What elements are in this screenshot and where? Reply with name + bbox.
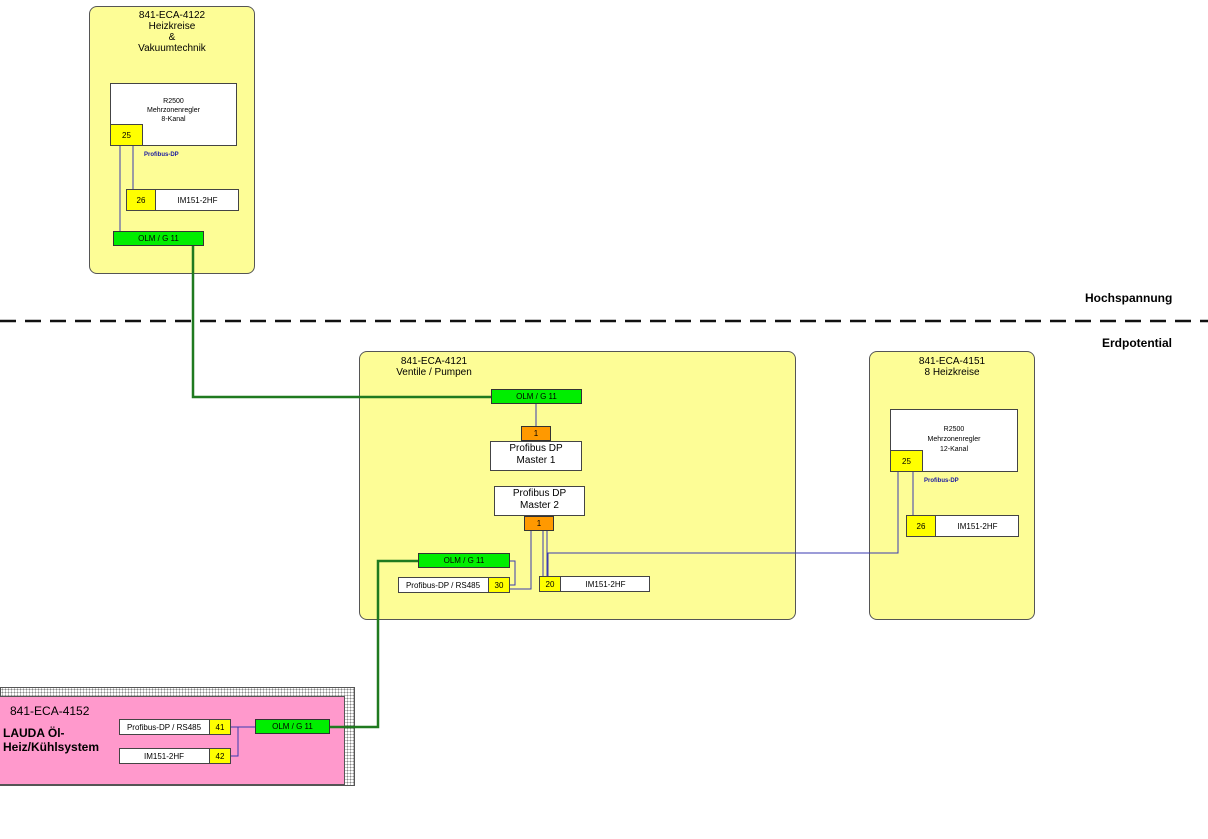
- cabinet-4152-desc: LAUDA Öl- Heiz/Kühlsystem: [3, 726, 99, 754]
- r2500-line: R2500: [943, 426, 965, 433]
- zone-label-high-voltage: Hochspannung: [1085, 291, 1173, 305]
- r2500-line: Mehrzonenregler: [147, 107, 200, 114]
- master-line: Master 2: [520, 500, 559, 511]
- address-badge: 20: [539, 576, 561, 592]
- cabinet-desc: 8 Heizkreise: [924, 367, 980, 378]
- address-badge: 26: [906, 515, 936, 537]
- fiber-optic-line: [330, 559, 418, 729]
- cabinet-id: 841-ECA-4122: [138, 10, 206, 21]
- cabinet-4151-title: 841-ECA-4151 8 Heizkreise: [869, 356, 1035, 378]
- cabinet-desc: &: [168, 32, 176, 43]
- cabinet-desc: Heiz/Kühlsystem: [3, 740, 100, 754]
- r2500-label: R2500 Mehrzonenregler 12-Kanal: [890, 425, 1018, 455]
- address-badge: 41: [209, 719, 231, 735]
- address-badge: 42: [209, 748, 231, 764]
- olm-module: OLM / G 11: [113, 231, 204, 246]
- profibus-master-2: [494, 486, 585, 516]
- im151-label: IM151-2HF: [177, 195, 218, 205]
- cabinet-desc: LAUDA Öl-: [3, 726, 65, 740]
- r2500-line: R2500: [163, 98, 184, 105]
- im151-label: IM151-2HF: [957, 521, 998, 531]
- bus-line: [547, 472, 899, 576]
- profibus-label: Profibus-DP: [924, 478, 959, 484]
- r2500-line: 12-Kanal: [939, 446, 969, 453]
- cabinet-desc: Ventile / Pumpen: [396, 367, 472, 378]
- cabinet-desc: Heizkreise: [148, 21, 196, 32]
- cabinet-4151: [869, 351, 1035, 620]
- r2500-label: R2500 Mehrzonenregler 8-Kanal: [110, 97, 237, 124]
- cabinet-4152-id: 841-ECA-4152: [10, 704, 90, 718]
- address-badge: 26: [126, 189, 156, 211]
- im151-label: IM151-2HF: [585, 579, 626, 589]
- im151-label: IM151-2HF: [143, 751, 184, 761]
- olm-module: OLM / G 11: [255, 719, 330, 734]
- master-line: Profibus DP: [512, 488, 567, 499]
- cabinet-4121-title: 841-ECA-4121 Ventile / Pumpen: [379, 356, 489, 378]
- fiber-optic-line: [191, 246, 491, 399]
- master-port: 1: [521, 426, 551, 441]
- master-1-label: Profibus DP Master 1: [490, 443, 582, 467]
- olm-module: OLM / G 11: [491, 389, 582, 404]
- master-2-label: Profibus DP Master 2: [494, 488, 585, 512]
- cabinet-4152: [0, 696, 345, 785]
- address-badge: 25: [110, 124, 143, 146]
- profibus-label: Profibus-DP: [144, 152, 179, 158]
- profibus-master-1: [490, 441, 582, 471]
- zone-label-ground: Erdpotential: [1102, 336, 1173, 350]
- cabinet-id: 841-ECA-4151: [918, 356, 986, 367]
- r2500-line: 8-Kanal: [161, 116, 186, 123]
- r2500-line: Mehrzonenregler: [927, 436, 981, 443]
- master-line: Master 1: [516, 455, 556, 466]
- address-badge: 30: [488, 577, 510, 593]
- address-badge: 25: [890, 450, 923, 472]
- cabinet-id: 841-ECA-4121: [400, 356, 468, 367]
- master-port: 1: [524, 516, 554, 531]
- olm-module: OLM / G 11: [418, 553, 510, 568]
- cabinet-desc: Vakuumtechnik: [138, 43, 206, 54]
- cabinet-4122-title: 841-ECA-4122 Heizkreise & Vakuumtechnik: [89, 10, 255, 54]
- bus-line: [510, 531, 532, 590]
- master-line: Profibus DP: [509, 443, 563, 454]
- bus-line: [231, 727, 239, 757]
- rs485-label: Profibus-DP / RS485: [126, 722, 202, 732]
- bus-line: [510, 560, 516, 586]
- rs485-label: Profibus-DP / RS485: [405, 580, 481, 590]
